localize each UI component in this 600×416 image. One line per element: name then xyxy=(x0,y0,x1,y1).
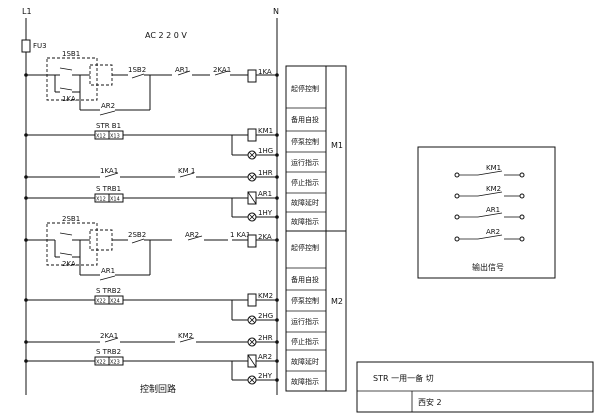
svg-text:起停控制: 起停控制 xyxy=(291,84,319,93)
start-btn-2-label: 2SB1 xyxy=(62,215,80,223)
km2-contact-label: KM2 xyxy=(178,332,193,340)
output-km2: KM2 xyxy=(454,185,525,199)
ar1-branch-label: AR1 xyxy=(101,267,115,275)
svg-text:AR1: AR1 xyxy=(486,206,500,214)
start-button-box-2 xyxy=(46,222,98,266)
strb1b-label: S TRB1 xyxy=(96,185,121,193)
coil-km1-label: KM1 xyxy=(258,127,273,135)
svg-text:X22: X22 xyxy=(96,360,106,366)
ka2-contact-label: 2KA1 xyxy=(100,332,118,340)
svg-text:X14: X14 xyxy=(110,197,120,203)
svg-text:X23: X23 xyxy=(110,360,120,366)
fault-relay-2-label: AR2 xyxy=(258,353,272,361)
function-table-m1: 起停控制 备用自投 停泵控制 运行指示 停止指示 故障延时 故障指示 M1 xyxy=(285,65,347,232)
coil-km2 xyxy=(247,293,257,307)
coil-km1 xyxy=(247,128,257,142)
coil-km2-label: KM2 xyxy=(258,292,273,300)
interlock-2-label: 1 KA1 xyxy=(230,231,250,239)
l1-label: L1 xyxy=(22,7,32,16)
svg-text:运行指示: 运行指示 xyxy=(291,158,319,167)
lamp-fault-1-label: 1HY xyxy=(258,209,273,217)
svg-text:停泵控制: 停泵控制 xyxy=(291,137,319,146)
coil-1ka xyxy=(247,69,257,83)
function-table-m2: 起停控制 备用自投 停泵控制 运行指示 停止指示 故障延时 故障指示 M2 xyxy=(285,230,347,392)
interlock-1-label: 2KA1 xyxy=(213,66,231,74)
supply-label: AC 2 2 0 V xyxy=(145,31,187,40)
strb2b-label: S TRB2 xyxy=(96,348,121,356)
ar1-contact-label: AR1 xyxy=(175,66,189,74)
svg-text:停止指示: 停止指示 xyxy=(291,178,319,187)
start-button-box-1 xyxy=(46,57,98,101)
coil-2ka xyxy=(247,234,257,248)
aux-2-label: 2KA xyxy=(62,260,76,268)
svg-text:备用自投: 备用自投 xyxy=(291,275,319,284)
m2-label: M2 xyxy=(331,297,343,306)
control-circuit-caption: 控制回路 xyxy=(140,383,176,395)
title-line2: 西安 2 xyxy=(418,397,442,407)
svg-text:备用自投: 备用自投 xyxy=(291,115,319,124)
strb2-label: S TRB2 xyxy=(96,287,121,295)
aux-1-label: 1KA xyxy=(62,95,76,103)
svg-text:故障指示: 故障指示 xyxy=(291,217,319,226)
svg-text:AR2: AR2 xyxy=(486,228,500,236)
n-label: N xyxy=(273,7,279,16)
output-signals-panel: KM1 KM2 AR1 AR2 输出信号 xyxy=(417,146,556,279)
fault-relay-1-label: AR1 xyxy=(258,190,272,198)
start-btn-1-label: 1SB1 xyxy=(62,50,80,58)
stop-btn-1-label: 1SB2 xyxy=(128,66,146,74)
svg-text:故障延时: 故障延时 xyxy=(291,357,319,366)
svg-text:X24: X24 xyxy=(110,299,120,305)
svg-text:停泵控制: 停泵控制 xyxy=(291,296,319,305)
svg-text:KM2: KM2 xyxy=(486,185,501,193)
lamp-stop-1-label: 1HR xyxy=(258,169,273,177)
svg-text:故障指示: 故障指示 xyxy=(291,377,319,386)
coil-1ka-label: 1KA xyxy=(258,68,272,76)
output-km1: KM1 xyxy=(454,164,525,178)
fuse-symbol xyxy=(21,39,31,53)
svg-text:X12: X12 xyxy=(96,197,106,203)
ka1-contact-label: 1KA1 xyxy=(100,167,118,175)
svg-text:起停控制: 起停控制 xyxy=(291,243,319,252)
svg-text:X13: X13 xyxy=(110,134,120,140)
svg-text:故障延时: 故障延时 xyxy=(291,198,319,207)
output-ar2: AR2 xyxy=(454,228,525,242)
ar2-contact-label: AR2 xyxy=(185,231,199,239)
svg-text:X12: X12 xyxy=(96,134,106,140)
stop-btn-2-label: 2SB2 xyxy=(128,231,146,239)
output-ar1: AR1 xyxy=(454,206,525,220)
coil-2ka-label: 2KA xyxy=(258,233,272,241)
svg-text:X22: X22 xyxy=(96,299,106,305)
fuse-label: FU3 xyxy=(33,42,47,50)
km1-contact-label: KM 1 xyxy=(178,167,195,175)
lamp-stop-2-label: 2HR xyxy=(258,334,273,342)
strb1-label: STR B1 xyxy=(96,122,121,130)
lamp-fault-2-label: 2HY xyxy=(258,372,273,380)
svg-text:KM1: KM1 xyxy=(486,164,501,172)
ar2-branch-label: AR2 xyxy=(101,102,115,110)
selector-box-1 xyxy=(89,64,113,86)
svg-text:停止指示: 停止指示 xyxy=(291,337,319,346)
m1-label: M1 xyxy=(331,141,343,150)
title-block: STR 一用一备 切 西安 2 xyxy=(356,361,594,413)
output-signals-caption: 输出信号 xyxy=(472,262,504,272)
lamp-run-1-label: 1HG xyxy=(258,147,273,155)
title-line1: STR 一用一备 切 xyxy=(373,373,434,383)
selector-box-2 xyxy=(89,229,113,251)
lamp-run-2-label: 2HG xyxy=(258,312,273,320)
svg-text:运行指示: 运行指示 xyxy=(291,317,319,326)
